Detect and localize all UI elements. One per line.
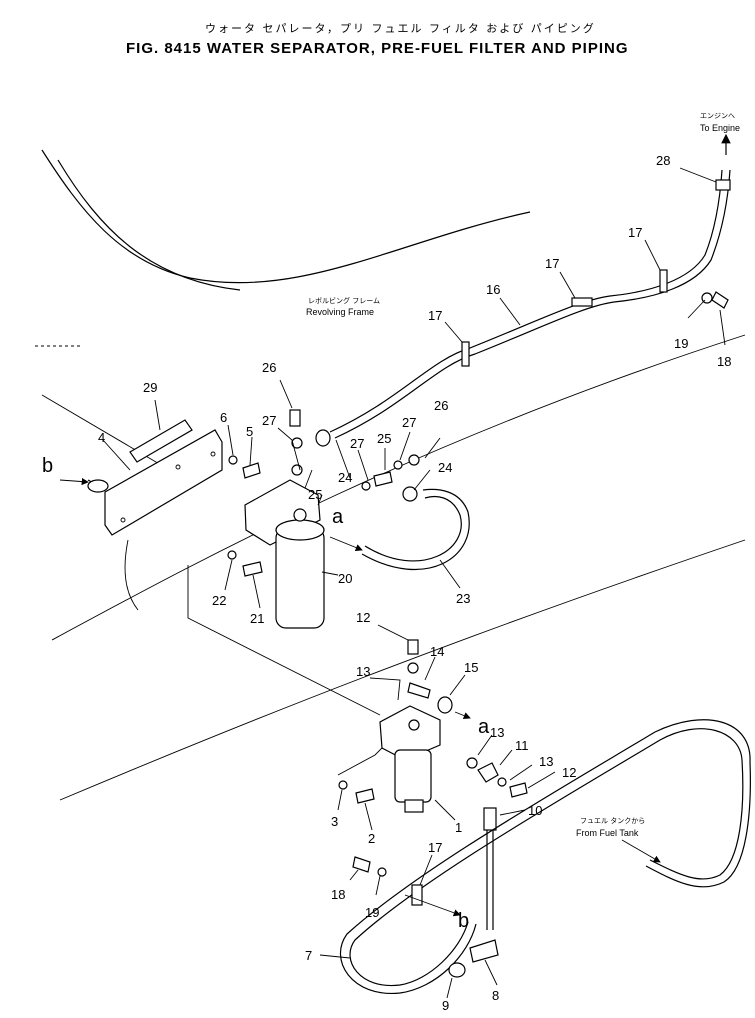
callout-20: 20 [338, 571, 352, 586]
callout-23: 23 [456, 591, 470, 606]
callout-9: 9 [442, 998, 449, 1013]
callout-17: 17 [545, 256, 559, 271]
callout-24: 24 [438, 460, 452, 475]
callout-10: 10 [528, 803, 542, 818]
callout-29: 29 [143, 380, 157, 395]
bolt-26 [289, 409, 301, 427]
hose-23 [361, 488, 470, 571]
callout-18: 18 [331, 887, 345, 902]
ref-letter-b: b [42, 455, 53, 477]
clamp-17 [659, 269, 668, 293]
bolt-18 [711, 291, 729, 309]
callout-3: 3 [331, 814, 338, 829]
pre-fuel-filter-1 [379, 705, 441, 813]
to-engine-label-jp: エンジンへ [700, 112, 735, 120]
callout-17: 17 [628, 225, 642, 240]
callout-25: 25 [308, 487, 322, 502]
callout-18: 18 [717, 354, 731, 369]
figure-title: FIG. 8415 WATER SEPARATOR, PRE-FUEL FILT… [126, 40, 629, 57]
clamp-17 [571, 297, 593, 307]
callout-2: 2 [368, 831, 375, 846]
ref-letter-a: a [478, 716, 490, 738]
callout-7: 7 [305, 948, 312, 963]
revolving-frame-label: Revolving Frame [306, 307, 374, 317]
figure-title-japanese: ウォータ セパレータ，プリ フュエル フィルタ および パイピング [205, 22, 596, 35]
callout-6: 6 [220, 410, 227, 425]
callout-8: 8 [492, 988, 499, 1003]
callout-19: 19 [365, 905, 379, 920]
callout-14: 14 [430, 644, 444, 659]
pipe-clamps-upper [461, 269, 668, 367]
to-engine-label: To Engine [700, 123, 740, 133]
bolt-18-upper [701, 291, 729, 309]
callout-27: 27 [262, 413, 276, 428]
fuel-pipe-from-tank [339, 719, 751, 994]
callout-15: 15 [464, 660, 478, 675]
callout-12: 12 [562, 765, 576, 780]
clamp-17 [411, 884, 423, 906]
fuel-pipe-to-engine [329, 133, 731, 439]
fitting-9 [448, 962, 466, 978]
callout-17: 17 [428, 308, 442, 323]
ref-letter-a: a [332, 506, 344, 528]
from-fuel-tank-label: From Fuel Tank [576, 828, 639, 838]
callout-27: 27 [402, 415, 416, 430]
from-fuel-tank-label-jp: フュエル タンクから [580, 816, 645, 825]
callout-13: 13 [539, 754, 553, 769]
mounting-bracket [87, 419, 223, 536]
elbow-8 [469, 939, 499, 963]
callout-22: 22 [212, 593, 226, 608]
water-separator-20 [244, 479, 325, 629]
prefilter-fittings [338, 639, 528, 831]
callout-5: 5 [246, 424, 253, 439]
hose-clamp-28 [715, 179, 731, 191]
callout-19: 19 [674, 336, 688, 351]
callout-numbers: 28 17 17 16 17 19 18 29 26 4 6 5 27 27 2… [98, 153, 731, 1013]
revolving-frame-label-jp: レボルビング フレーム [308, 296, 380, 305]
callout-1: 1 [455, 820, 462, 835]
ref-letter-b: b [458, 910, 469, 932]
callout-26: 26 [262, 360, 276, 375]
callout-26: 26 [434, 398, 448, 413]
callout-12: 12 [356, 610, 370, 625]
callout-28: 28 [656, 153, 670, 168]
callout-16: 16 [486, 282, 500, 297]
callout-4: 4 [98, 430, 105, 445]
bracket-plate-4 [104, 429, 223, 536]
callout-13: 13 [356, 664, 370, 679]
callout-21: 21 [250, 611, 264, 626]
leader-lines [59, 167, 726, 999]
valve-10 [483, 807, 497, 831]
callout-17: 17 [428, 840, 442, 855]
revolving-frame-outline [35, 149, 746, 801]
callout-11: 11 [515, 738, 529, 753]
clamp-17 [461, 341, 470, 367]
callout-24: 24 [338, 470, 352, 485]
separator-fittings [227, 409, 420, 577]
callout-13: 13 [490, 725, 504, 740]
callout-25: 25 [377, 431, 391, 446]
callout-27: 27 [350, 436, 364, 451]
pad-29 [129, 419, 193, 463]
bolt-12 [407, 639, 419, 655]
